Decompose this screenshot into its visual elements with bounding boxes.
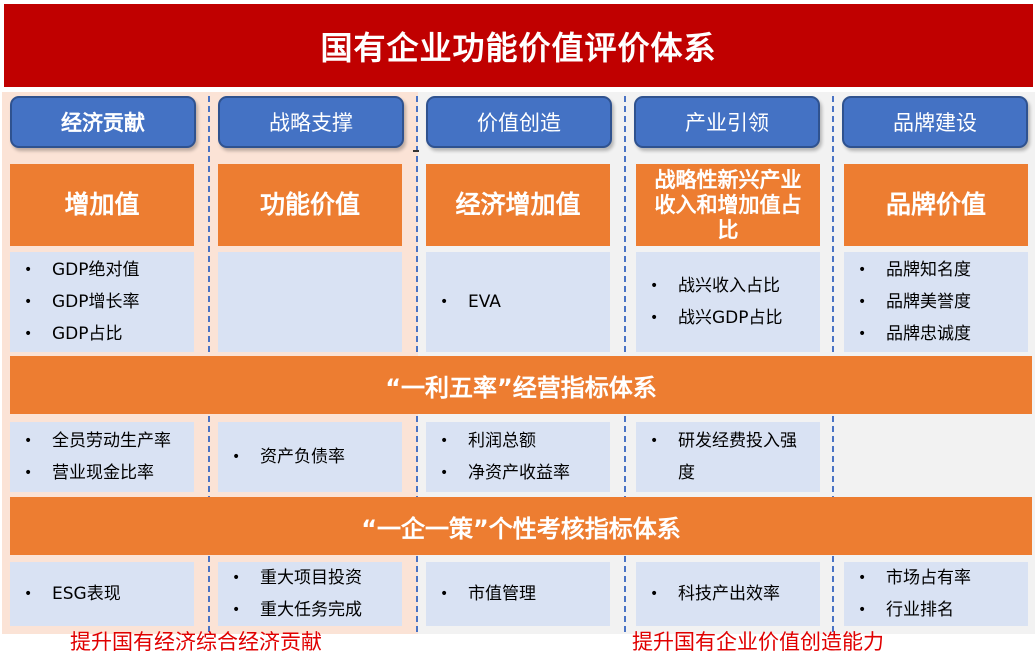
list-item: •GDP绝对值 (24, 260, 140, 280)
list-item: •ESG表现 (24, 584, 121, 604)
category-industry-leadership: 产业引领 (634, 96, 820, 148)
category-economic-contribution: 经济贡献 (10, 96, 196, 148)
list-item: •资产负债率 (232, 447, 345, 467)
list-item: •研发经费投入强度 (650, 431, 797, 483)
list-item: •净资产收益率 (440, 463, 570, 483)
list-item: •GDP增长率 (24, 292, 140, 312)
list-item: •市场占有率 (858, 568, 971, 588)
list-item: •品牌知名度 (858, 260, 971, 280)
page-title: 国有企业功能价值评价体系 (4, 4, 1033, 87)
list-item: •市值管理 (440, 584, 536, 604)
category-brand-building: 品牌建设 (842, 96, 1028, 148)
cell-row3-col5: •市场占有率 •行业排名 (844, 562, 1028, 626)
cell-row1-col1: •GDP绝对值 •GDP增长率 •GDP占比 (10, 252, 194, 352)
cell-row3-col2: •重大项目投资 •重大任务完成 (218, 562, 402, 626)
category-strategic-support: 战略支撑 (218, 96, 404, 148)
list-item: •利润总额 (440, 431, 536, 451)
list-item: •全员劳动生产率 (24, 431, 171, 451)
cell-row2-col3: •利润总额 •净资产收益率 (426, 422, 610, 492)
list-item: •GDP占比 (24, 324, 123, 344)
list-item: •品牌美誉度 (858, 292, 971, 312)
list-item: •战兴收入占比 (650, 276, 780, 296)
heading-brand-value: 品牌价值 (844, 164, 1028, 246)
list-item: •科技产出效率 (650, 584, 780, 604)
list-item: •品牌忠诚度 (858, 324, 971, 344)
cell-row1-col5: •品牌知名度 •品牌美誉度 •品牌忠诚度 (844, 252, 1028, 352)
band-one-profit-five-rates: “一利五率”经营指标体系 (10, 356, 1032, 414)
cell-row1-col3: •EVA (426, 252, 610, 352)
list-item: •战兴GDP占比 (650, 308, 783, 328)
category-value-creation: 价值创造 (426, 96, 612, 148)
cell-row2-col2: •资产负债率 (218, 422, 402, 492)
cell-row3-col4: •科技产出效率 (636, 562, 820, 626)
cell-row3-col3: •市值管理 (426, 562, 610, 626)
heading-strategic-emerging-share: 战略性新兴产业收入和增加值占比 (636, 164, 820, 246)
list-item: •行业排名 (858, 600, 954, 620)
heading-value-added: 增加值 (10, 164, 194, 246)
cell-row1-col4: •战兴收入占比 •战兴GDP占比 (636, 252, 820, 352)
cell-row3-col1: •ESG表现 (10, 562, 194, 626)
cell-row1-col2 (218, 252, 402, 352)
divider-mark (413, 150, 419, 152)
cell-row2-col4: •研发经费投入强度 (636, 422, 820, 492)
list-item: •营业现金比率 (24, 463, 154, 483)
footer-left-caption: 提升国有经济综合经济贡献 (70, 630, 322, 654)
list-item: •重大任务完成 (232, 600, 362, 620)
footer-right-caption: 提升国有企业价值创造能力 (632, 630, 884, 654)
cell-row2-col1: •全员劳动生产率 •营业现金比率 (10, 422, 194, 492)
list-item: •EVA (440, 292, 501, 312)
list-item: •重大项目投资 (232, 568, 362, 588)
band-one-enterprise-one-policy: “一企一策”个性考核指标体系 (10, 497, 1032, 555)
heading-economic-value-added: 经济增加值 (426, 164, 610, 246)
heading-functional-value: 功能价值 (218, 164, 402, 246)
